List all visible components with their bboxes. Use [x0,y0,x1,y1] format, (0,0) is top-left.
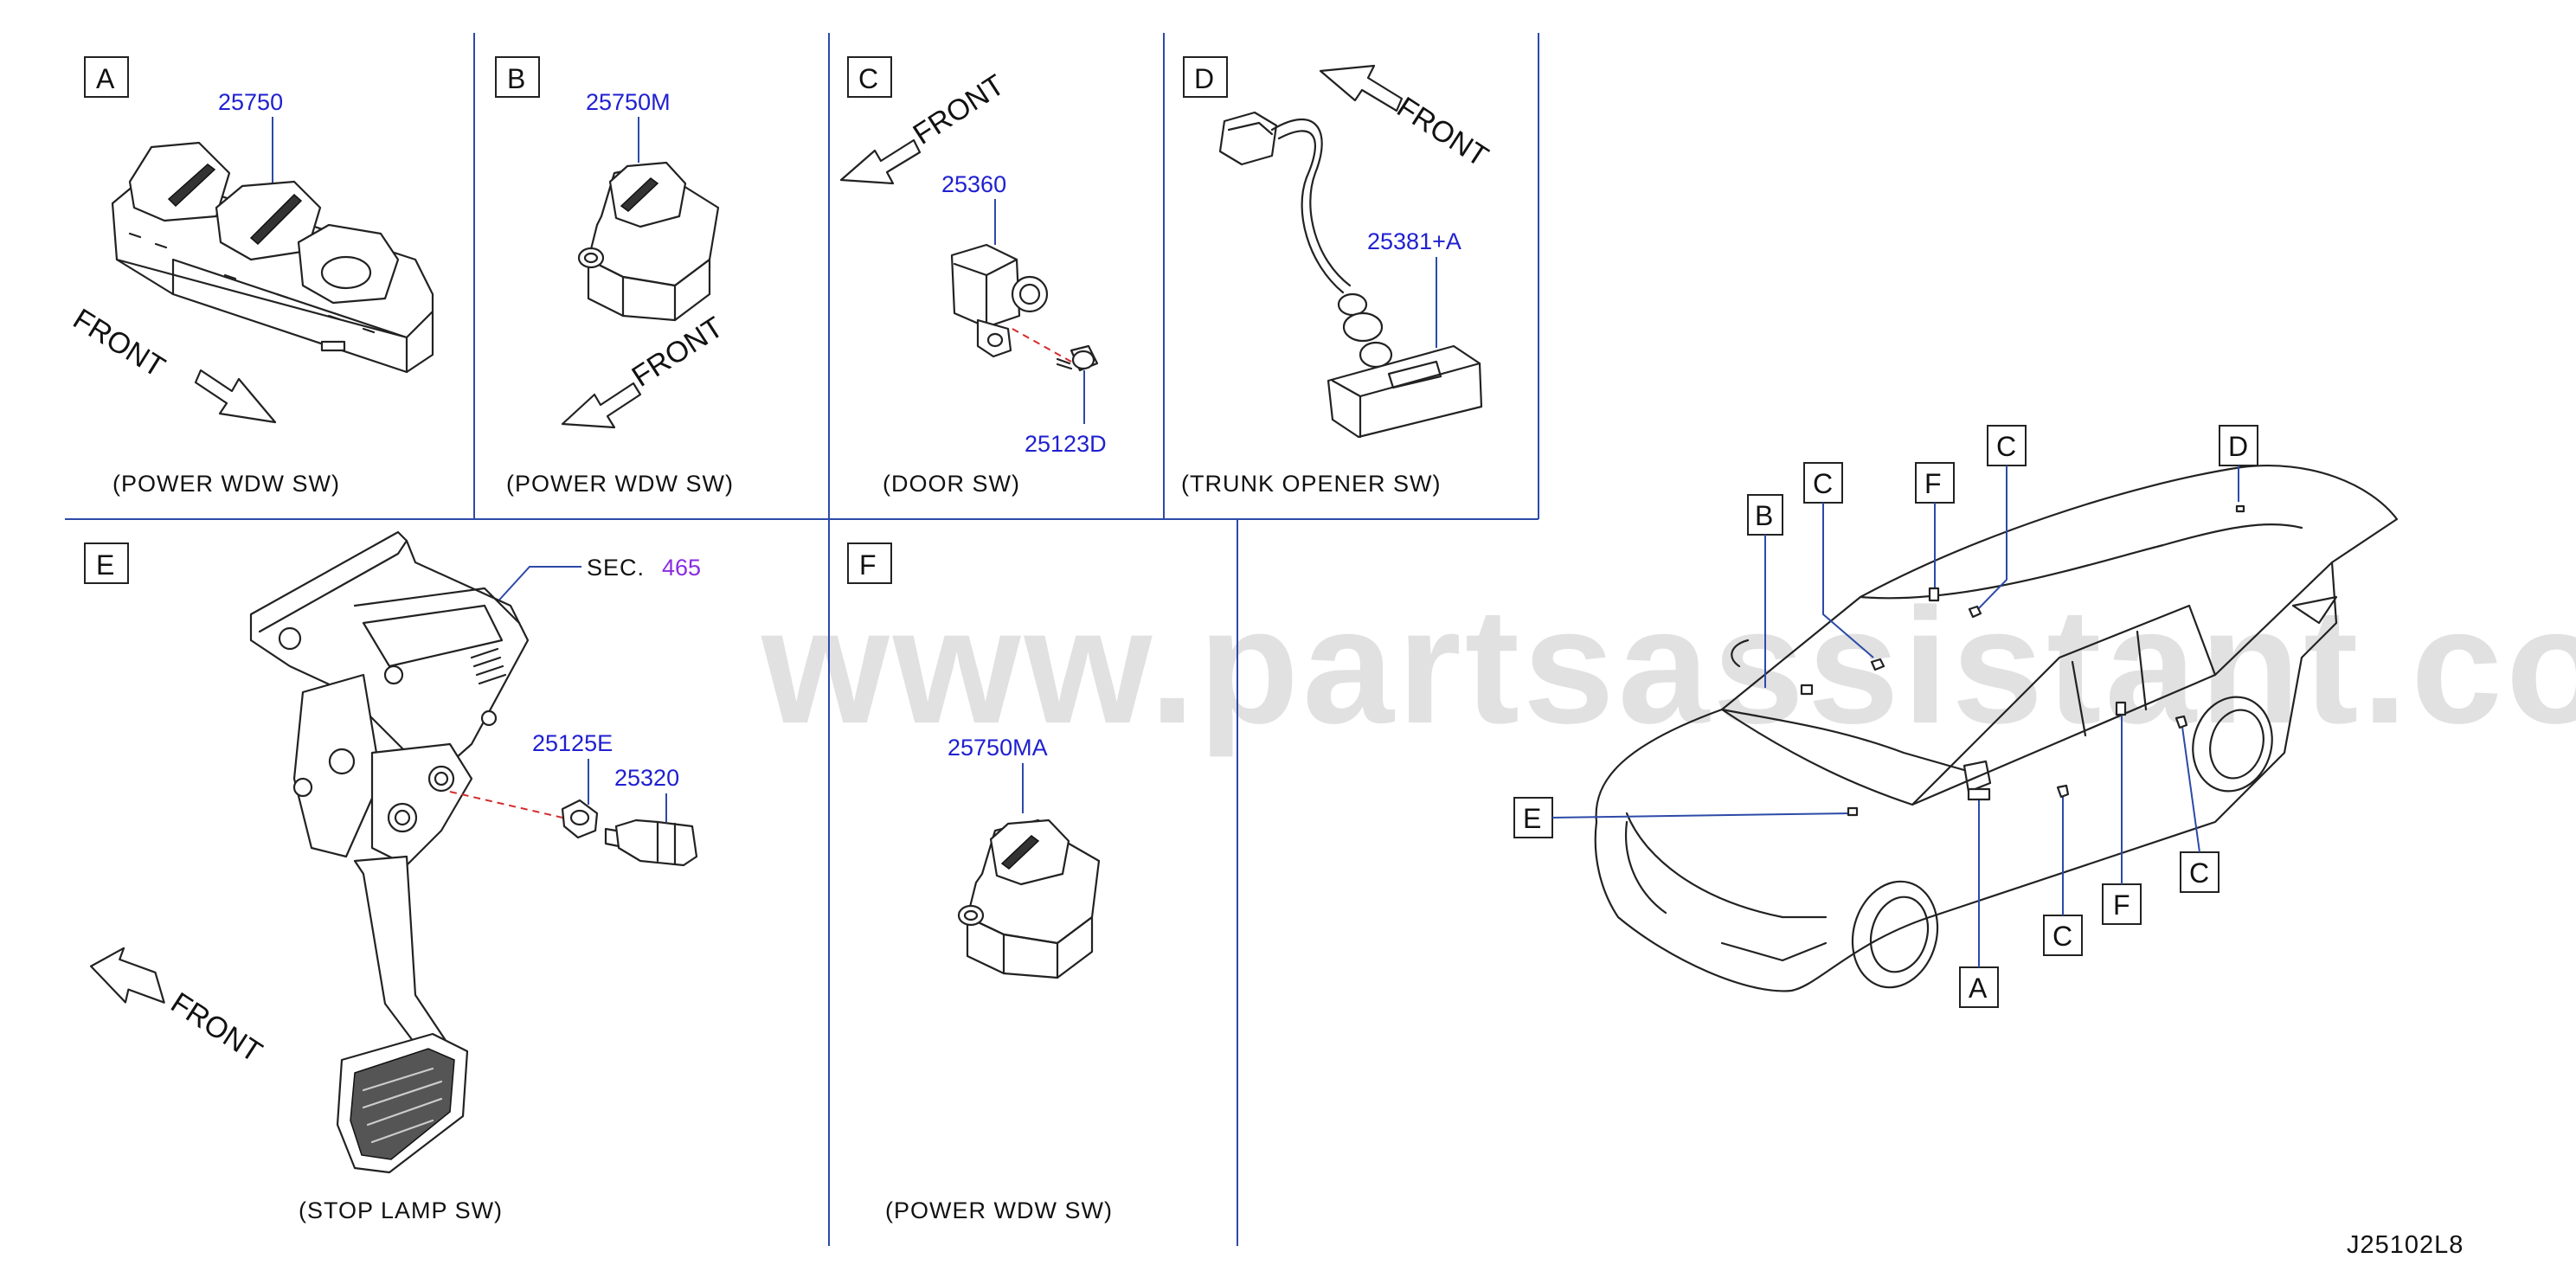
section-label-e-box [84,542,129,584]
svg-text:B: B [1755,500,1773,531]
sec-number[interactable]: 465 [662,555,701,581]
panel-f: F 25750MA (POWER WDW SW) [847,542,1113,1223]
section-label-a-box [84,56,129,98]
section-label-d: D [1194,63,1214,94]
part-number-25750ma[interactable]: 25750MA [948,735,1048,761]
power-window-switch-b-drawing [577,161,720,322]
part-number-25750m[interactable]: 25750M [586,89,671,115]
vehicle-overview: B C F C D E A [1513,425,2399,1008]
section-label-c: C [858,63,878,94]
caption-f: (POWER WDW SW) [885,1197,1113,1223]
car-callouts: B C F C D E A [1513,425,2258,1008]
front-arrow-c [839,138,922,185]
front-arrow-d [1319,64,1404,112]
door-switch-drawing [950,243,1049,358]
svg-text:E: E [1523,803,1541,834]
section-label-f-box [847,542,892,584]
trunk-opener-switch-drawing [1218,111,1483,439]
svg-text:C: C [1996,431,2016,462]
drawing-code: J25102L8 [2347,1231,2464,1259]
power-window-switch-f-drawing [957,819,1101,979]
panel-a: A 25750 FRONT (POWER WDW SW) [67,56,434,497]
section-label-b: B [507,63,525,94]
caption-a: (POWER WDW SW) [112,471,340,497]
front-arrow-e [89,947,165,1004]
section-label-a: A [96,63,115,94]
part-number-25125e[interactable]: 25125E [532,730,613,756]
svg-text:C: C [2052,921,2072,952]
panel-b: B 25750M FRONT (POWER WDW SW) [495,56,734,497]
svg-text:C: C [2189,857,2209,889]
part-number-25123d[interactable]: 25123D [1025,431,1107,457]
front-arrow-a [194,369,277,424]
caption-c: (DOOR SW) [883,471,1020,497]
screw-drawing [1056,344,1099,372]
front-label-c: FRONT [908,68,1011,151]
caption-b: (POWER WDW SW) [506,471,734,497]
front-label-e: FRONT [165,986,268,1069]
section-label-b-box [495,56,540,98]
panel-d: D FRONT 25381+A (TRUNK OPENER SW) [1181,56,1494,497]
section-label-c-box [847,56,892,98]
front-label-a: FRONT [67,303,170,384]
part-number-25360[interactable]: 25360 [941,171,1006,197]
panel-dividers [65,33,1539,1246]
brake-pedal-assembly-drawing [249,530,530,1174]
front-label-d: FRONT [1391,91,1494,174]
panel-c: C FRONT 25360 25123D (DOOR SW) [839,56,1107,497]
panel-e: E SEC. 465 [84,530,701,1223]
part-number-25381a[interactable]: 25381+A [1367,228,1461,254]
svg-text:F: F [1924,468,1942,499]
svg-text:D: D [2228,431,2248,462]
caption-d: (TRUNK OPENER SW) [1181,471,1442,497]
car-outline-drawing [1594,464,2399,992]
stop-lamp-switch-drawing [561,799,698,867]
svg-text:C: C [1813,468,1833,499]
part-number-25320[interactable]: 25320 [614,765,679,791]
svg-text:F: F [2113,889,2130,921]
sec-label: SEC. [587,555,645,581]
part-number-25750[interactable]: 25750 [218,89,283,115]
section-label-d-box [1183,56,1228,98]
power-window-master-switch-drawing [111,141,434,374]
svg-text:A: A [1969,973,1988,1004]
watermark: www.partsassistant.com [761,575,2576,758]
section-label-f: F [859,549,877,581]
front-label-b: FRONT [626,311,729,394]
section-label-e: E [96,549,114,581]
caption-e: (STOP LAMP SW) [299,1197,503,1223]
front-arrow-b [561,382,642,429]
